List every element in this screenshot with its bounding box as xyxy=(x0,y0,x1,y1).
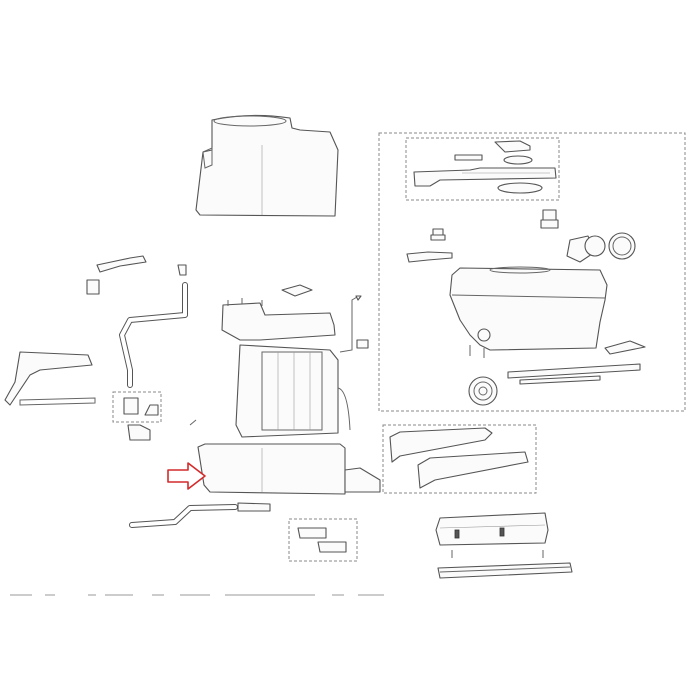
drain-hose xyxy=(129,502,271,528)
bottom-base-housing xyxy=(197,443,381,495)
top-cover xyxy=(195,114,339,217)
flush-handle-bracket xyxy=(4,351,96,406)
valve-slide-parts xyxy=(413,140,557,194)
pump-housing-upper xyxy=(221,284,336,341)
highlight-arrow xyxy=(167,462,206,490)
valve-fitting xyxy=(123,397,197,441)
small-clip xyxy=(86,264,187,295)
side-panel-group xyxy=(382,424,537,494)
lever-handle xyxy=(96,255,147,273)
base-rail xyxy=(437,562,573,579)
cap-fitting xyxy=(540,209,559,229)
tank-rails xyxy=(507,340,646,385)
seal-ring xyxy=(468,376,498,406)
lever-arm xyxy=(406,251,453,263)
pour-spout-elbow xyxy=(566,232,636,263)
clips xyxy=(297,527,347,553)
vent-pipe xyxy=(339,295,362,353)
tank-assembly-group xyxy=(378,132,686,412)
control-unit xyxy=(235,344,351,438)
valve-subassembly-group xyxy=(405,137,560,201)
clip-group xyxy=(288,518,358,562)
faint-caption xyxy=(10,594,384,596)
waste-tank xyxy=(449,266,608,358)
knob xyxy=(430,228,446,241)
hose-assembly xyxy=(119,282,188,388)
small-connector xyxy=(356,339,369,349)
mounting-bracket xyxy=(435,512,549,558)
valve-group xyxy=(112,391,162,423)
side-panels xyxy=(389,427,529,489)
